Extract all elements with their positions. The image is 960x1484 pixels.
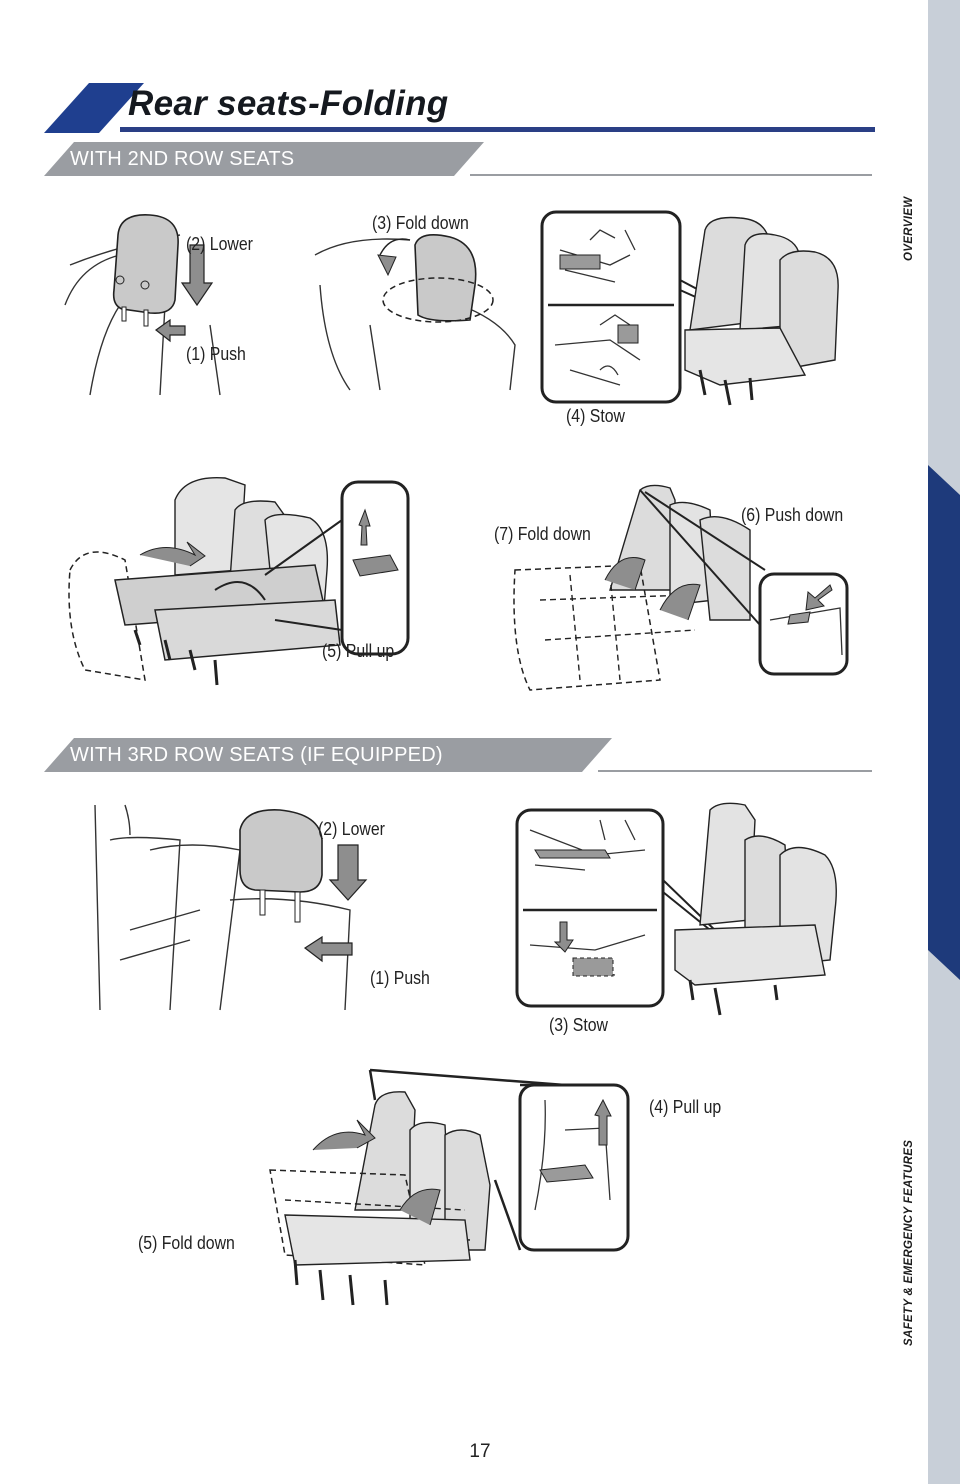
page-title: Rear seats-Folding xyxy=(128,84,449,123)
label-push-3rd: (1) Push xyxy=(370,968,430,988)
label-fold-down-3rd: (5) Fold down xyxy=(138,1233,235,1253)
label-stow-3rd: (3) Stow xyxy=(549,1015,608,1035)
label-push: (1) Push xyxy=(186,344,246,364)
label-lower: (2) Lower xyxy=(186,234,253,254)
label-push-down: (6) Push down xyxy=(741,505,844,525)
sidebar-tab-safety[interactable]: SAFETY & EMERGENCY FEATURES xyxy=(903,1139,915,1346)
label-fold-down-3: (3) Fold down xyxy=(372,213,469,233)
belt-stow-illustration xyxy=(540,210,839,406)
title-underline xyxy=(120,127,875,132)
section-title-3rd-row: WITH 3RD ROW SEATS (IF EQUIPPED) xyxy=(70,744,443,766)
section-title-2nd-row: WITH 2ND ROW SEATS xyxy=(70,148,295,170)
headrest-lower-illustration xyxy=(64,214,221,396)
headrest-lower-3rd-illustration xyxy=(94,804,368,1011)
label-fold-down-7: (7) Fold down xyxy=(494,524,591,544)
headrest-fold-illustration xyxy=(314,234,516,391)
section-header-2nd-row xyxy=(44,142,484,176)
sidebar-tab-features[interactable]: FEATURES & OPERATIONS xyxy=(903,662,915,820)
label-stow: (4) Stow xyxy=(566,406,625,426)
section-header-3rd-row xyxy=(44,738,612,772)
seat-fold-3rd-illustration xyxy=(269,1068,630,1306)
cushion-pull-up-illustration xyxy=(68,476,410,686)
label-pull-up: (5) Pull up xyxy=(322,641,395,661)
section-rule xyxy=(598,770,872,772)
belt-stow-3rd-illustration xyxy=(515,802,837,1016)
section-rule xyxy=(470,174,872,176)
label-lower-3rd: (2) Lower xyxy=(318,819,385,839)
sidebar-tabs-shape xyxy=(928,465,960,980)
label-pull-up-3rd: (4) Pull up xyxy=(649,1097,722,1117)
sidebar-tab-overview[interactable]: OVERVIEW xyxy=(903,196,915,261)
page-number: 17 xyxy=(469,1441,491,1462)
seat-fold-illustration xyxy=(513,484,849,691)
